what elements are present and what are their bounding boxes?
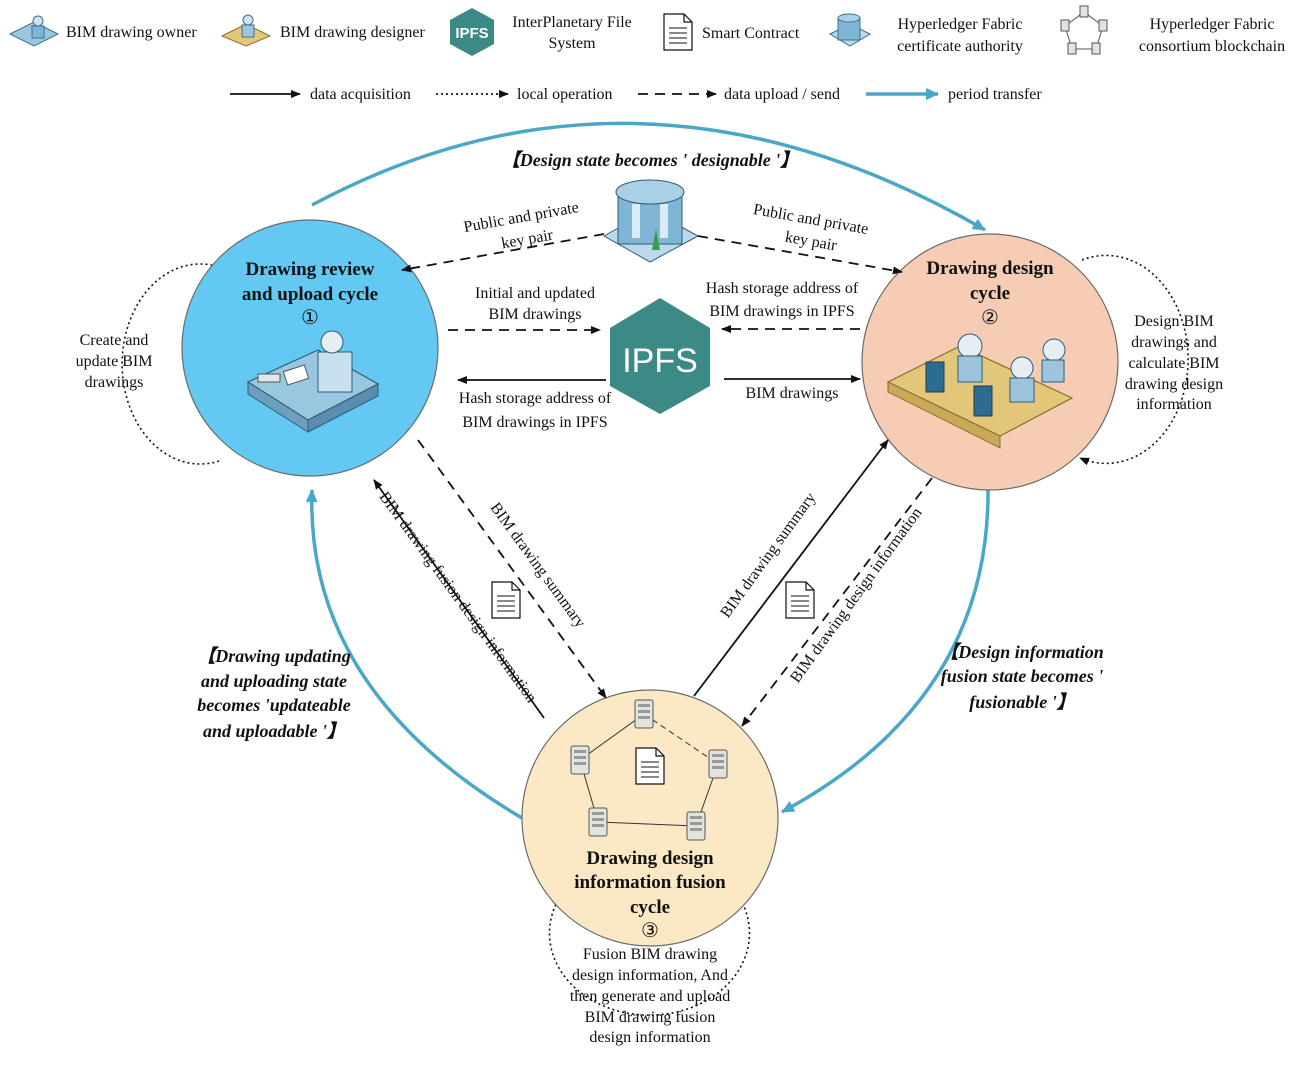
state-fusionable-2: fusion state becomes ' <box>941 666 1104 686</box>
local-design-line1: Design BIM <box>1134 313 1214 330</box>
design-cycle-title-1: Drawing design <box>926 258 1054 279</box>
owner-icon <box>8 15 60 47</box>
state-fusionable-3: fusionable '】 <box>969 692 1075 712</box>
loop-review <box>121 263 232 465</box>
bim-drawings-label: BIM drawings <box>746 385 839 402</box>
state-updateable-4: and uploadable '】 <box>203 721 345 741</box>
local-design-line4: drawing design <box>1125 376 1223 393</box>
review-cycle-circle <box>181 219 439 477</box>
ipfs-center-icon: IPFS <box>610 298 710 414</box>
fusion-cycle-number: ③ <box>641 920 659 942</box>
legend-ca-line1: Hyperledger Fabric <box>898 16 1023 33</box>
design-cycle-title-2: cycle <box>970 283 1010 304</box>
design-cycle-number: ② <box>981 307 999 329</box>
local-design-line2: drawings and <box>1131 334 1217 351</box>
ca-legend-icon <box>828 13 872 47</box>
loop-design <box>1079 254 1189 466</box>
legend-owner-label: BIM drawing owner <box>66 24 197 41</box>
local-loops <box>121 254 1189 1016</box>
contract-icon-left <box>491 581 521 619</box>
legend-chain-line2: consortium blockchain <box>1139 38 1285 55</box>
ipfs-legend-badge: IPFS <box>455 25 488 42</box>
owner-workstation-icon <box>246 330 380 433</box>
summary-to-design-arrow <box>693 439 889 697</box>
state-updateable-2: and uploading state <box>201 671 347 691</box>
local-fusion-line3: then generate and upload <box>570 988 730 1005</box>
summary-to-fusion-arrow <box>417 439 607 699</box>
initial-label-2: BIM drawings <box>489 306 582 323</box>
local-fusion-line1: Fusion BIM drawing <box>583 946 717 963</box>
state-updateable-1: 【Drawing updating <box>197 646 351 666</box>
ipfs-center-badge: IPFS <box>622 342 698 380</box>
hash-left-label-2: BIM drawings in IPFS <box>462 414 607 431</box>
local-fusion-line4: BIM drawing fusion <box>585 1009 716 1026</box>
legend-contract-label: Smart Contract <box>702 25 800 42</box>
local-review-line1: Create and <box>80 332 149 349</box>
state-designable: 【Design state becomes ' designable '】 <box>502 150 798 170</box>
contract-legend-icon <box>663 13 693 51</box>
contract-icon-right <box>785 581 815 619</box>
review-cycle-number: ① <box>301 307 319 329</box>
local-review-line3: drawings <box>85 374 144 391</box>
hash-right-label-1: Hash storage address of <box>706 280 859 297</box>
legend-ca-line2: certificate authority <box>897 38 1023 55</box>
ipfs-legend-icon: IPFS <box>450 8 494 56</box>
ca-building-icon <box>602 179 700 263</box>
hash-left-label-1: Hash storage address of <box>459 390 612 407</box>
key-left-line1: Public and private <box>462 199 580 236</box>
legend-ipfs-line1: InterPlanetary File <box>512 14 632 31</box>
legend: BIM drawing owner BIM drawing designer I… <box>8 5 1285 103</box>
legend-transfer-label: period transfer <box>948 86 1042 103</box>
key-right-line2: key pair <box>784 229 839 255</box>
design-info-to-fusion-arrow <box>741 477 933 727</box>
chain-legend-icon <box>1060 5 1108 55</box>
local-design-line3: calculate BIM <box>1128 355 1219 372</box>
key-left-line2: key pair <box>500 227 555 253</box>
legend-designer-label: BIM drawing designer <box>280 24 426 41</box>
legend-acquisition-label: data acquisition <box>310 86 411 103</box>
review-cycle-title-2: and upload cycle <box>242 284 378 305</box>
transfer-review-to-design <box>311 121 986 232</box>
state-fusionable-1: 【Design information <box>940 642 1104 662</box>
state-updateable-3: becomes 'updateable <box>197 695 350 715</box>
period-transfer-arrows <box>305 121 990 820</box>
local-fusion-line5: design information <box>589 1029 710 1046</box>
transfer-design-to-fusion <box>781 487 990 814</box>
local-design-line5: information <box>1136 396 1212 413</box>
fusion-info-to-review-arrow <box>373 479 545 719</box>
hash-right-label-2: BIM drawings in IPFS <box>709 303 854 320</box>
local-review-line2: update BIM <box>76 353 153 370</box>
fusion-cycle-title-2: information fusion <box>574 872 726 893</box>
blockchain-network <box>570 699 728 841</box>
local-fusion-line2: design information, And <box>572 967 728 984</box>
loop-fusion <box>548 890 751 1016</box>
key-pair-arrow-left <box>401 233 605 273</box>
legend-chain-line1: Hyperledger Fabric <box>1150 16 1275 33</box>
designer-icon <box>220 14 272 47</box>
transfer-fusion-to-review <box>305 489 523 820</box>
designers-workstation-icon <box>886 333 1074 449</box>
initial-label-1: Initial and updated <box>475 285 595 302</box>
contract-icon-fusion <box>635 747 665 785</box>
legend-local-label: local operation <box>517 86 613 103</box>
legend-ipfs-line2: System <box>548 35 596 52</box>
review-cycle-title-1: Drawing review <box>246 259 375 280</box>
key-pair-arrow-right <box>697 235 903 275</box>
legend-upload-label: data upload / send <box>724 86 840 103</box>
fusion-cycle-title-3: cycle <box>630 897 670 918</box>
fusion-cycle-title-1: Drawing design <box>586 848 714 869</box>
